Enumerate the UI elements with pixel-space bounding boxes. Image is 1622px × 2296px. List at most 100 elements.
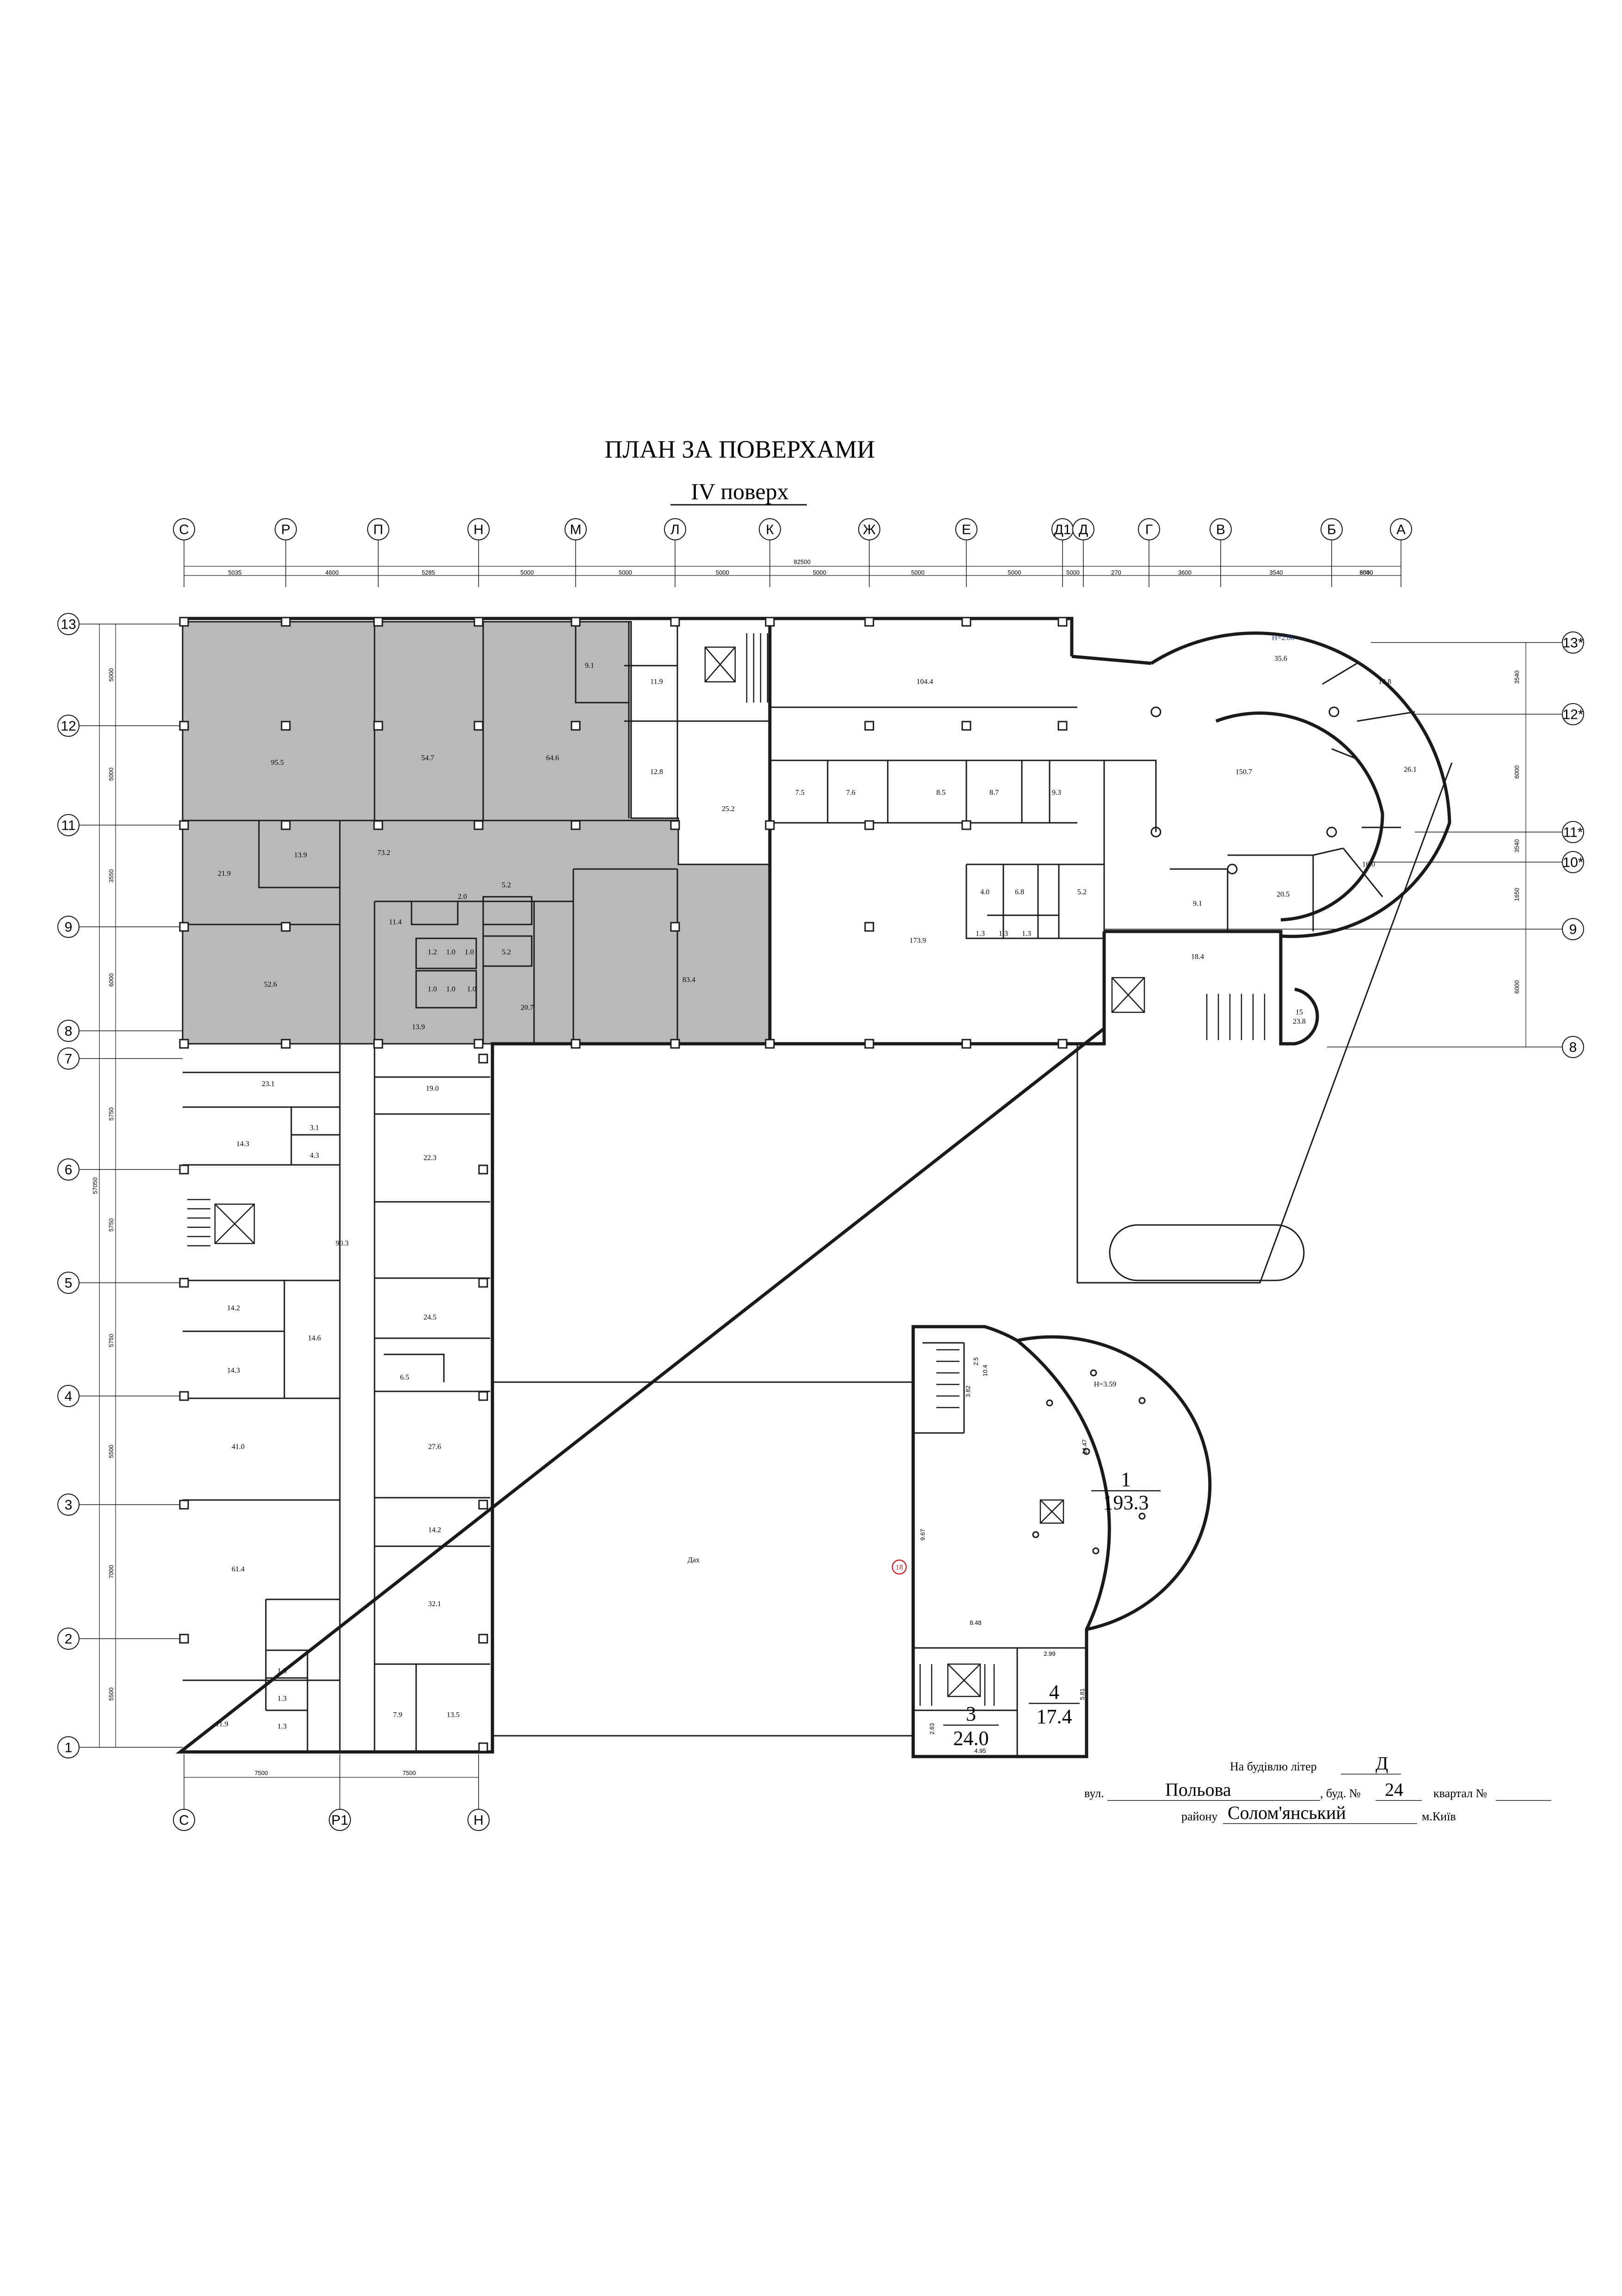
axis-bubble bbox=[57, 814, 80, 836]
room-area: 73.2 bbox=[377, 849, 390, 857]
room-area: 1.0 bbox=[465, 949, 474, 956]
room-area: 1.3 bbox=[277, 1723, 287, 1731]
axis-label: 2 bbox=[65, 1632, 73, 1647]
axis-bubble bbox=[565, 518, 587, 540]
terrace-outline bbox=[1076, 762, 1453, 1284]
room-area: 1.3 bbox=[277, 1667, 287, 1675]
axis-bubble bbox=[57, 1158, 80, 1181]
dim-value: 3540 bbox=[1270, 569, 1283, 576]
axis-bubble bbox=[1562, 1036, 1584, 1058]
room-area: 5.2 bbox=[502, 949, 511, 956]
axis-bubble bbox=[1562, 918, 1584, 940]
column-square bbox=[670, 1039, 680, 1049]
rotunda-inner bbox=[1215, 711, 1384, 922]
column-square bbox=[179, 1278, 189, 1288]
axis-bubble bbox=[1562, 631, 1584, 654]
terrace-pool bbox=[1109, 1224, 1305, 1281]
column-square bbox=[281, 1039, 291, 1049]
axis-label: 5 bbox=[65, 1276, 73, 1291]
column-square bbox=[473, 820, 484, 830]
axis-label: 10* bbox=[1562, 855, 1583, 870]
axis-bubble bbox=[57, 613, 80, 635]
dim-value: 3540 bbox=[1513, 671, 1520, 684]
room-area: 25.2 bbox=[722, 805, 735, 813]
axis-label: Г bbox=[1145, 522, 1153, 538]
room-area: 26.1 bbox=[1404, 766, 1417, 774]
room-area: 1.2 bbox=[428, 949, 437, 956]
column-square bbox=[571, 1039, 581, 1049]
room-area: 9.1 bbox=[1193, 900, 1202, 908]
marker-number: 18 bbox=[896, 1564, 903, 1572]
lift-icon bbox=[947, 1663, 981, 1697]
dim-value: 4600 bbox=[326, 569, 339, 576]
column-square bbox=[961, 617, 971, 627]
lift-icon bbox=[214, 1203, 255, 1244]
dim-total: 82500 bbox=[794, 558, 811, 565]
column-square bbox=[961, 721, 971, 731]
dim-value: 5035 bbox=[228, 569, 242, 576]
room-area: 14.3 bbox=[236, 1140, 249, 1148]
dim-value: 5750 bbox=[108, 1108, 115, 1121]
lift-icon bbox=[704, 646, 736, 683]
column-square bbox=[571, 820, 581, 830]
axis-bubble bbox=[759, 518, 781, 540]
room-area: 1.3 bbox=[1022, 930, 1031, 938]
district-value: Солом'янський bbox=[1228, 1802, 1346, 1823]
column-square bbox=[571, 721, 581, 731]
axis-label: 9 bbox=[65, 920, 73, 935]
room-area: 11.9 bbox=[650, 678, 663, 686]
column-square bbox=[478, 1164, 488, 1175]
axis-label: А bbox=[1396, 522, 1406, 538]
structural-columns bbox=[179, 617, 1068, 1752]
room-area: 10.8 bbox=[1378, 678, 1391, 686]
axis-label: 8 bbox=[1569, 1040, 1577, 1055]
column-square bbox=[864, 617, 874, 627]
column-square bbox=[179, 1634, 189, 1644]
street-value: Польова bbox=[1165, 1779, 1231, 1800]
column-square bbox=[961, 820, 971, 830]
axis-label: Е bbox=[962, 522, 971, 538]
dim-value: 5000 bbox=[521, 569, 534, 576]
room-area: 32.1 bbox=[428, 1600, 441, 1608]
room-area: 16.0 bbox=[1362, 861, 1375, 869]
dim-value: 5000 bbox=[108, 768, 115, 781]
city-label: м.Київ bbox=[1422, 1810, 1456, 1823]
stair-lift-cores bbox=[187, 633, 1266, 1706]
axis-bubble bbox=[57, 1047, 80, 1070]
axis-label: 11 bbox=[61, 818, 75, 833]
room-area: 41.0 bbox=[232, 1443, 245, 1451]
axis-bubble bbox=[57, 1494, 80, 1516]
column-square bbox=[864, 922, 874, 932]
room-area: 11.9 bbox=[215, 1720, 228, 1728]
dim-value: 3600 bbox=[1178, 569, 1192, 576]
dim-value: 5000 bbox=[1008, 569, 1021, 576]
room-area: 14.6 bbox=[308, 1335, 321, 1342]
axis-bubble bbox=[955, 518, 977, 540]
axis-label: 12* bbox=[1562, 707, 1583, 722]
rotunda-outline bbox=[1150, 631, 1451, 938]
marker-circle bbox=[891, 1559, 907, 1575]
room-area: 1.0 bbox=[446, 949, 455, 956]
axis-bubble bbox=[1390, 518, 1412, 540]
axis-bubble bbox=[467, 518, 490, 540]
dim-value: 3540 bbox=[1513, 839, 1520, 853]
axis-label: 12 bbox=[61, 719, 76, 734]
axis-bubble bbox=[1138, 518, 1160, 540]
room-area: 90.3 bbox=[336, 1240, 349, 1248]
axis-label: Р bbox=[281, 522, 290, 538]
axis-bubble bbox=[57, 916, 80, 938]
room-area: 22.3 bbox=[424, 1154, 436, 1162]
dim-value: 5000 bbox=[108, 668, 115, 682]
room4-area: 17.4 bbox=[1037, 1705, 1072, 1728]
axis-bubble bbox=[858, 518, 880, 540]
column-square bbox=[478, 1053, 488, 1064]
column-square bbox=[765, 820, 775, 830]
block-label: квартал № bbox=[1433, 1787, 1487, 1800]
axis-label: 6 bbox=[65, 1163, 73, 1178]
axis-bubble bbox=[57, 715, 80, 737]
axis-bubble bbox=[1562, 851, 1584, 873]
column-square bbox=[1057, 1039, 1068, 1049]
axis-bubble bbox=[57, 1736, 80, 1758]
